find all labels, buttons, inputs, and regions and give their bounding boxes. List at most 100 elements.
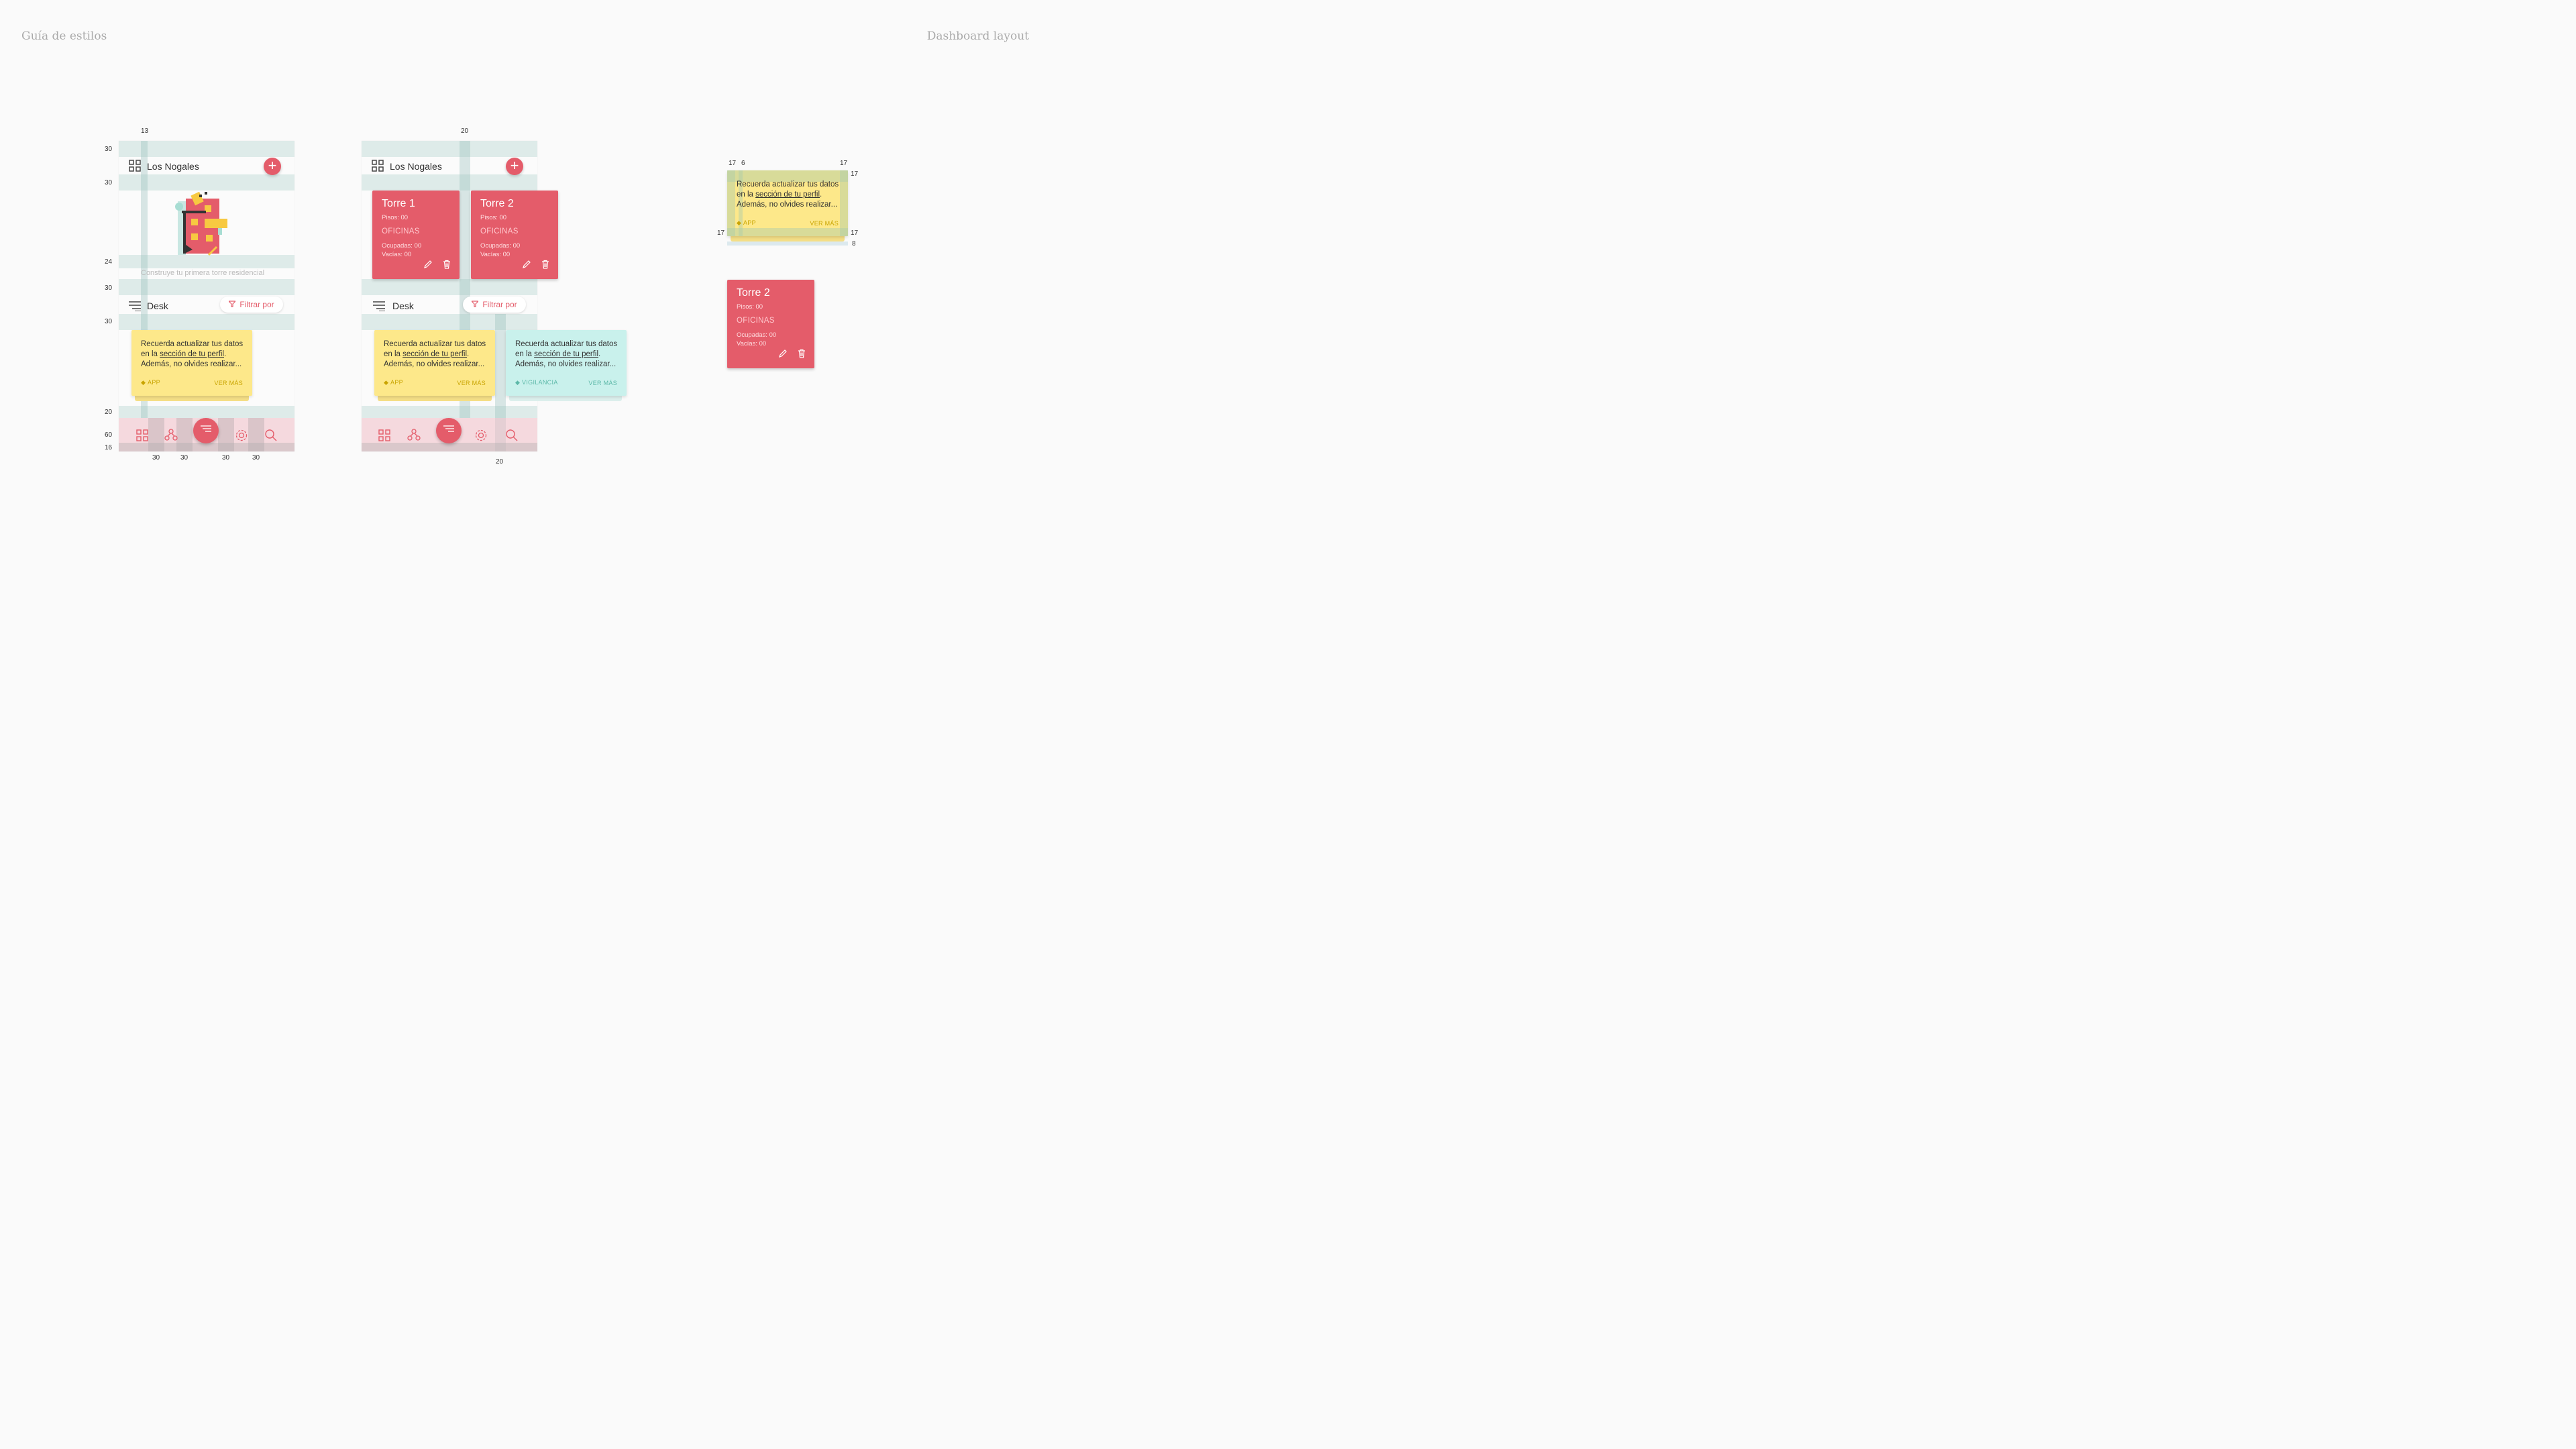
note-card-spec[interactable]: Recuerda actualizar tus datos en la secc… — [727, 170, 848, 236]
pencil-icon[interactable] — [522, 260, 531, 272]
tower-type: OFICINAS — [737, 317, 775, 325]
spec-label: 17 — [729, 160, 737, 167]
spec-label: 17 — [717, 229, 725, 237]
tower-type: OFICINAS — [382, 227, 420, 235]
grid-icon[interactable] — [136, 429, 148, 445]
pencil-icon[interactable] — [778, 349, 788, 362]
note-tag: ◆ APP — [141, 379, 160, 386]
empty-state-text: Construye tu primera torre residencial — [141, 269, 265, 277]
tower-floors: Pisos: 00 — [737, 303, 763, 311]
spec-label: 24 — [105, 258, 113, 266]
spec-label: 30 — [105, 284, 113, 292]
project-name: Los Nogales — [147, 161, 199, 172]
note-card[interactable]: Recuerda actualizar tus datos en la secc… — [506, 330, 627, 396]
spacing-band — [119, 314, 294, 330]
menu-lines-icon[interactable] — [129, 301, 141, 315]
spacing-band — [362, 406, 537, 418]
network-icon[interactable] — [164, 429, 178, 444]
margin-band — [141, 141, 148, 418]
gear-icon[interactable] — [235, 429, 248, 445]
filter-label: Filtrar por — [482, 300, 517, 309]
trash-icon[interactable] — [541, 260, 550, 272]
spec-label: 30 — [105, 318, 113, 325]
spec-label: 20 — [105, 409, 113, 416]
note-text: Recuerda actualizar tus datos en la secc… — [737, 180, 839, 209]
filter-icon — [227, 300, 237, 309]
spec-label: 8 — [852, 240, 856, 248]
spec-label: 30 — [222, 454, 230, 462]
margin-band — [495, 314, 506, 451]
spacing-band — [248, 418, 264, 451]
spec-label: 30 — [180, 454, 189, 462]
desk-nav-button[interactable] — [436, 418, 462, 443]
phone-panel-empty: Los Nogales + Construye tu primera torre… — [119, 141, 294, 451]
trash-icon[interactable] — [797, 349, 806, 362]
tower-name: Torre 2 — [480, 198, 514, 209]
spec-label: 30 — [252, 454, 260, 462]
spacing-band — [362, 141, 537, 157]
desk-nav-button[interactable] — [193, 418, 219, 443]
filter-button[interactable]: Filtrar por — [220, 297, 283, 313]
tower-card[interactable]: Torre 1 Pisos: 00 OFICINAS Ocupadas: 00 … — [372, 191, 460, 279]
tower-name: Torre 1 — [382, 198, 415, 209]
pencil-icon[interactable] — [423, 260, 433, 272]
spacing-band — [727, 241, 848, 246]
see-more-link[interactable]: VER MÁS — [810, 220, 839, 227]
profile-link[interactable]: sección de tu perfil — [402, 350, 468, 358]
spacing-band — [840, 170, 848, 236]
spacing-band — [119, 443, 294, 451]
add-button[interactable]: + — [506, 158, 523, 175]
tag-icon: ◆ — [384, 379, 389, 386]
spec-label: 17 — [840, 160, 848, 167]
see-more-link[interactable]: VER MÁS — [214, 380, 243, 386]
gear-icon[interactable] — [474, 429, 488, 445]
spacing-band — [362, 443, 537, 451]
see-more-link[interactable]: VER MÁS — [588, 380, 617, 386]
note-text: Recuerda actualizar tus datos en la secc… — [141, 340, 244, 368]
tower-empty: Vacías: 00 — [480, 251, 511, 258]
filter-icon — [470, 300, 480, 309]
bottom-nav — [119, 418, 294, 451]
menu-lines-icon — [443, 425, 454, 437]
spec-label: 20 — [496, 458, 504, 466]
spacing-band — [362, 279, 537, 295]
filter-button[interactable]: Filtrar por — [463, 297, 526, 313]
spacing-band — [727, 170, 848, 182]
grid-icon[interactable] — [378, 429, 390, 445]
tower-card[interactable]: Torre 2 Pisos: 00 OFICINAS Ocupadas: 00 … — [471, 191, 558, 279]
trash-icon[interactable] — [442, 260, 451, 272]
tower-card-spec[interactable]: Torre 2 Pisos: 00 OFICINAS Ocupadas: 00 … — [727, 280, 814, 368]
profile-link[interactable]: sección de tu perfil — [755, 191, 820, 199]
tower-name: Torre 2 — [737, 287, 770, 299]
search-icon[interactable] — [264, 429, 278, 445]
grid-icon[interactable] — [372, 160, 384, 175]
menu-lines-icon[interactable] — [373, 301, 385, 315]
spec-label: 20 — [461, 127, 469, 135]
tag-icon: ◆ — [737, 219, 742, 226]
spacing-band — [119, 255, 294, 268]
tower-empty: Vacías: 00 — [737, 340, 767, 347]
search-icon[interactable] — [505, 429, 519, 445]
note-tag: ◆ APP — [384, 379, 403, 386]
note-card[interactable]: Recuerda actualizar tus datos en la secc… — [131, 330, 252, 396]
spacing-band — [119, 279, 294, 295]
spacing-band — [176, 418, 193, 451]
tower-empty: Vacías: 00 — [382, 251, 412, 258]
note-tag: ◆ APP — [737, 219, 756, 226]
tower-occupied: Ocupadas: 00 — [480, 242, 521, 250]
network-icon[interactable] — [407, 429, 421, 444]
spec-label: 30 — [105, 146, 113, 153]
plus-icon: + — [268, 157, 277, 174]
spacing-band — [218, 418, 234, 451]
see-more-link[interactable]: VER MÁS — [457, 380, 486, 386]
note-text: Recuerda actualizar tus datos en la secc… — [515, 340, 618, 368]
spec-label: 17 — [851, 170, 859, 178]
profile-link[interactable]: sección de tu perfil — [534, 350, 599, 358]
grid-icon[interactable] — [129, 160, 141, 175]
tower-type: OFICINAS — [480, 227, 519, 235]
spec-label: 16 — [105, 444, 113, 451]
note-card[interactable]: Recuerda actualizar tus datos en la secc… — [374, 330, 495, 396]
profile-link[interactable]: sección de tu perfil — [160, 350, 225, 358]
spacing-band — [727, 228, 848, 236]
add-button[interactable]: + — [264, 158, 281, 175]
